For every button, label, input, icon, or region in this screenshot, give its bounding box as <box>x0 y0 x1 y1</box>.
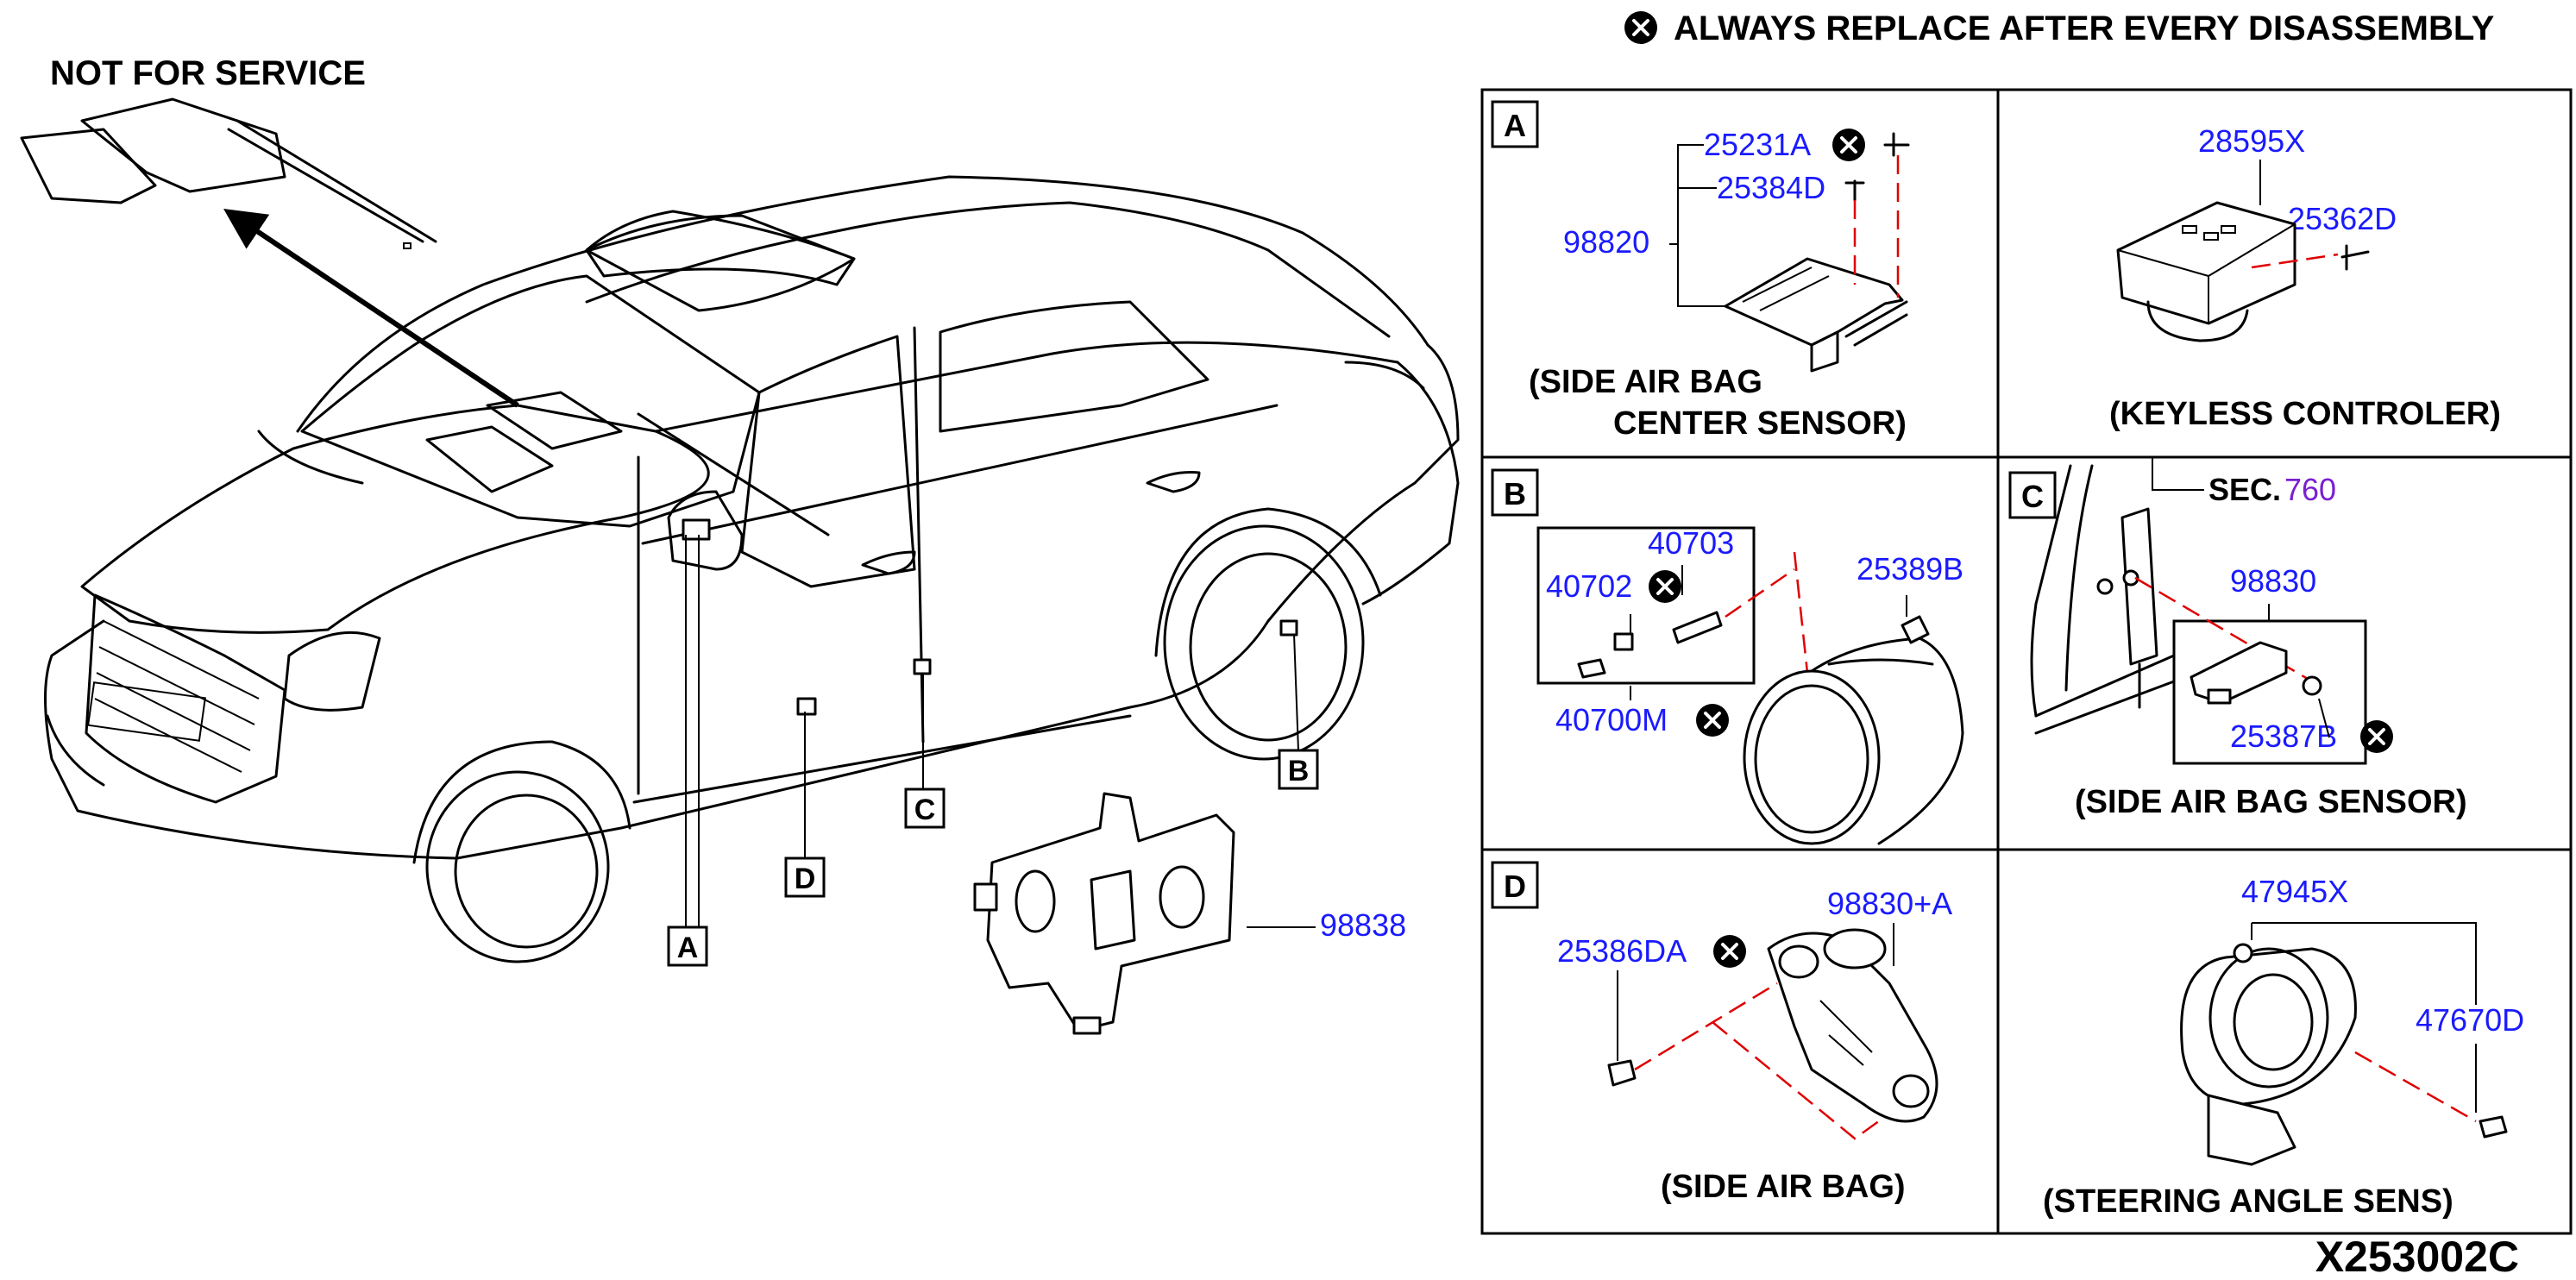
callout-a: A <box>667 925 708 967</box>
part-40703: 40703 <box>1648 525 1734 561</box>
panel-d-caption: (SIDE AIR BAG) <box>1661 1169 1906 1205</box>
panel-d: D 98830+A 25386DA (SIDE AIR BAG) <box>1491 861 1952 1205</box>
panel-a-caption-1: (SIDE AIR BAG <box>1529 364 1762 400</box>
bracket-98838 <box>973 792 1235 1035</box>
replace-mark-icon <box>1712 933 1748 969</box>
svg-text:C: C <box>914 794 936 826</box>
panel-steering-caption: (STEERING ANGLE SENS) <box>2043 1183 2453 1220</box>
part-98830: 98830 <box>2230 563 2316 599</box>
removal-arrow <box>223 208 519 408</box>
sec-number: 760 <box>2284 472 2336 507</box>
panel-d-letter: D <box>1504 869 1526 904</box>
callout-leaders <box>685 535 1316 928</box>
replace-mark-icon <box>1694 702 1731 738</box>
diagram-code: X253002C <box>2315 1233 2519 1280</box>
callout-d: D <box>784 856 826 898</box>
part-25384D: 25384D <box>1717 170 1825 205</box>
callout-c: C <box>904 787 946 829</box>
panel-b-letter: B <box>1504 476 1526 511</box>
part-98830-a: 98830+A <box>1827 886 1952 921</box>
panel-keyless: 28595X 25362D (KEYLESS CONTROLER) <box>2109 123 2501 432</box>
panel-c-letter: C <box>2021 479 2044 514</box>
part-47670D: 47670D <box>2416 1002 2524 1038</box>
panel-a-caption-2: CENTER SENSOR) <box>1613 405 1907 442</box>
panel-b: B 40703 40702 25389B 40700M <box>1491 468 1964 845</box>
part-98820: 98820 <box>1563 224 1649 260</box>
panel-steering: 47945X 47670D (STEERING ANGLE SENS) <box>2043 874 2524 1220</box>
panel-c-caption: (SIDE AIR BAG SENSOR) <box>2075 784 2467 820</box>
panel-keyless-caption: (KEYLESS CONTROLER) <box>2109 396 2501 432</box>
not-for-service-label: NOT FOR SERVICE <box>50 54 366 92</box>
panel-c: C SEC. 760 98830 25387B (SIDE AIR BAG SE… <box>2008 457 2467 820</box>
part-25389B: 25389B <box>1857 551 1963 587</box>
replace-mark-icon <box>1831 127 1867 163</box>
part-98838: 98838 <box>1320 907 1406 943</box>
panel-a-letter: A <box>1504 108 1526 143</box>
part-25387B: 25387B <box>2230 718 2337 754</box>
car-illustration <box>44 175 1460 963</box>
svg-text:D: D <box>795 863 816 895</box>
part-25386DA: 25386DA <box>1557 933 1687 969</box>
svg-text:A: A <box>677 932 699 964</box>
replace-mark-icon <box>1623 9 1659 46</box>
always-replace-note: ALWAYS REPLACE AFTER EVERY DISASSEMBLY <box>1674 9 2495 47</box>
part-25231A: 25231A <box>1704 127 1811 162</box>
replace-mark-icon <box>2359 718 2395 755</box>
part-28595X: 28595X <box>2198 123 2305 159</box>
detail-grid <box>1480 88 2573 1235</box>
not-for-service-parts <box>20 97 437 249</box>
part-47945X: 47945X <box>2241 874 2348 909</box>
callout-b: B <box>1278 749 1319 790</box>
part-40700M: 40700M <box>1555 702 1668 737</box>
replace-mark-icon <box>1647 568 1683 605</box>
sec-prefix: SEC. <box>2208 472 2281 507</box>
part-25362D: 25362D <box>2288 201 2397 236</box>
panel-a: A 25231A 25384D 98820 (SIDE AIR BAG CENT… <box>1491 100 1910 442</box>
part-40702: 40702 <box>1546 568 1632 604</box>
svg-text:B: B <box>1288 755 1310 787</box>
